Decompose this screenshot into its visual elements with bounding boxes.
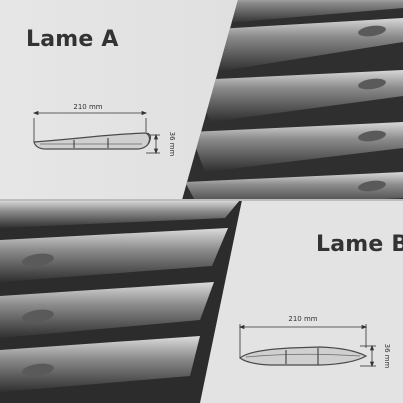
height-dimension-line (146, 133, 160, 155)
louver-slat (195, 70, 403, 122)
louver-slat (200, 18, 403, 72)
width-dimension-line (32, 110, 148, 142)
lame-b-louver-photo (0, 200, 242, 403)
width-dimension-line (238, 324, 368, 358)
lame-a-panel: Lame A 210 mm 36 mm (0, 0, 403, 200)
lame-b-panel: Lame B 210 mm 36 mm (0, 200, 403, 403)
lame-a-profile-drawing (32, 110, 160, 155)
profile-outline (239, 346, 368, 366)
louver-slat (200, 0, 403, 24)
lame-a-title: Lame A (26, 27, 119, 52)
lame-b-title: Lame B (316, 232, 403, 257)
louver-slat (0, 228, 228, 282)
louver-slat (0, 282, 214, 338)
louver-slat (185, 172, 403, 200)
lame-a-illustration (0, 0, 403, 200)
louver-slat (0, 336, 200, 392)
louver-slat (0, 200, 240, 228)
height-dimension-line (360, 344, 376, 368)
profile-outline (33, 132, 152, 150)
louver-slat (190, 122, 403, 172)
lame-b-profile-drawing (238, 324, 376, 368)
lame-b-illustration (0, 200, 403, 403)
panel-divider (0, 199, 403, 201)
